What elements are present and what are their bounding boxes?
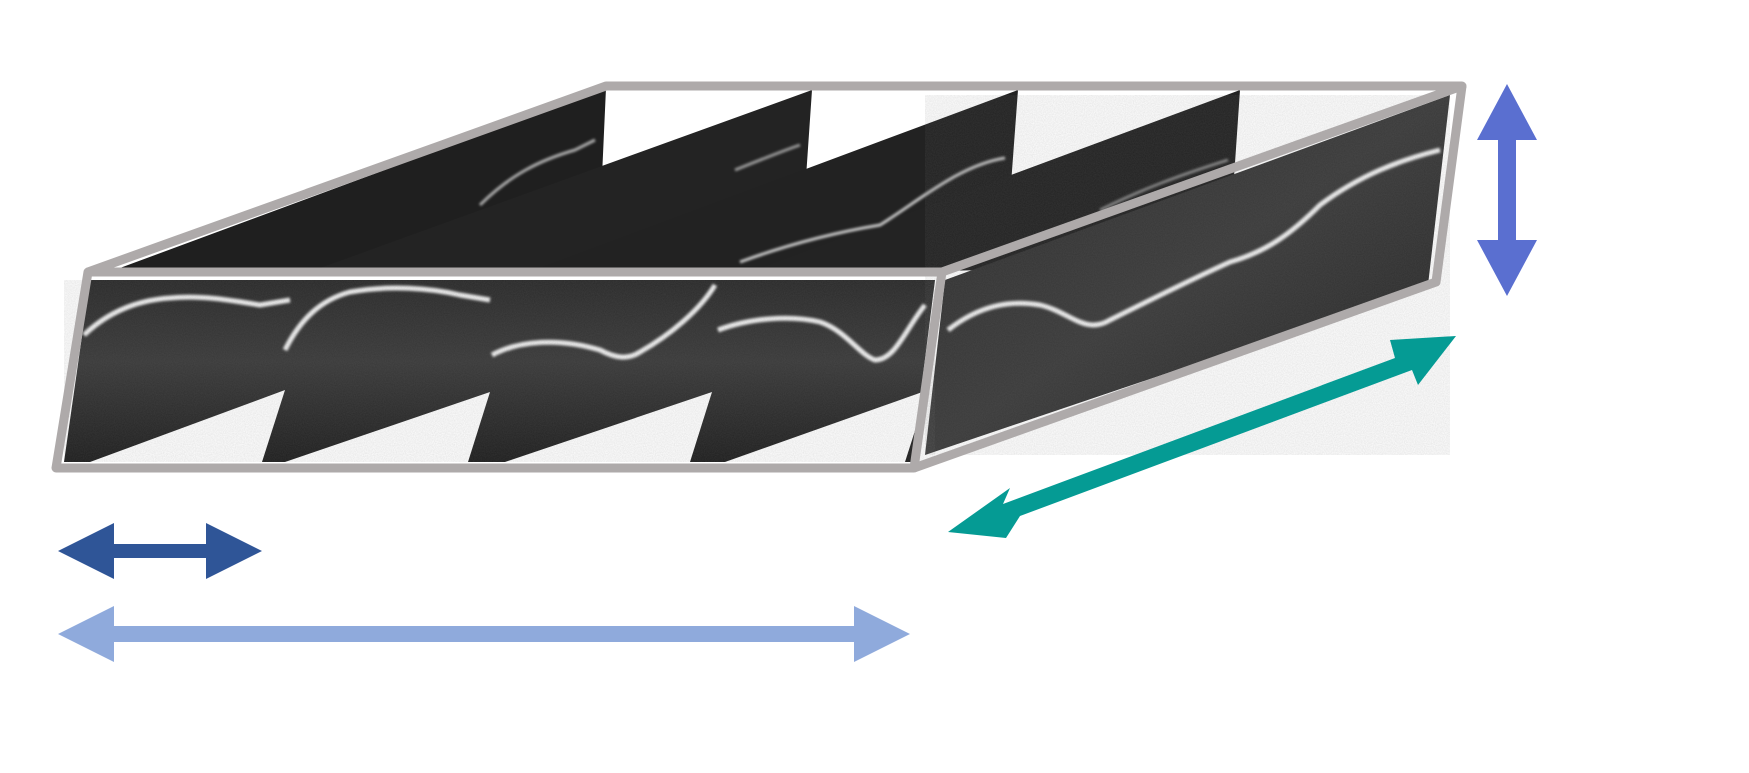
volume-frame — [51, 81, 1467, 473]
speckle-texture — [64, 95, 1450, 462]
diagonal-slow-axis-arrow — [948, 336, 1456, 538]
short-horizontal-arrow — [58, 523, 262, 579]
back-tissue-3 — [739, 156, 1006, 264]
vertical-depth-arrow — [1477, 84, 1537, 296]
back-tissue-1 — [478, 138, 596, 207]
frame-top-edges — [86, 81, 1467, 277]
back-tissue-2 — [734, 143, 801, 172]
long-horizontal-arrow — [58, 606, 910, 662]
back-tissue-4 — [1099, 158, 1229, 212]
frame-right-edges — [912, 85, 1467, 473]
arrows — [58, 84, 1537, 662]
